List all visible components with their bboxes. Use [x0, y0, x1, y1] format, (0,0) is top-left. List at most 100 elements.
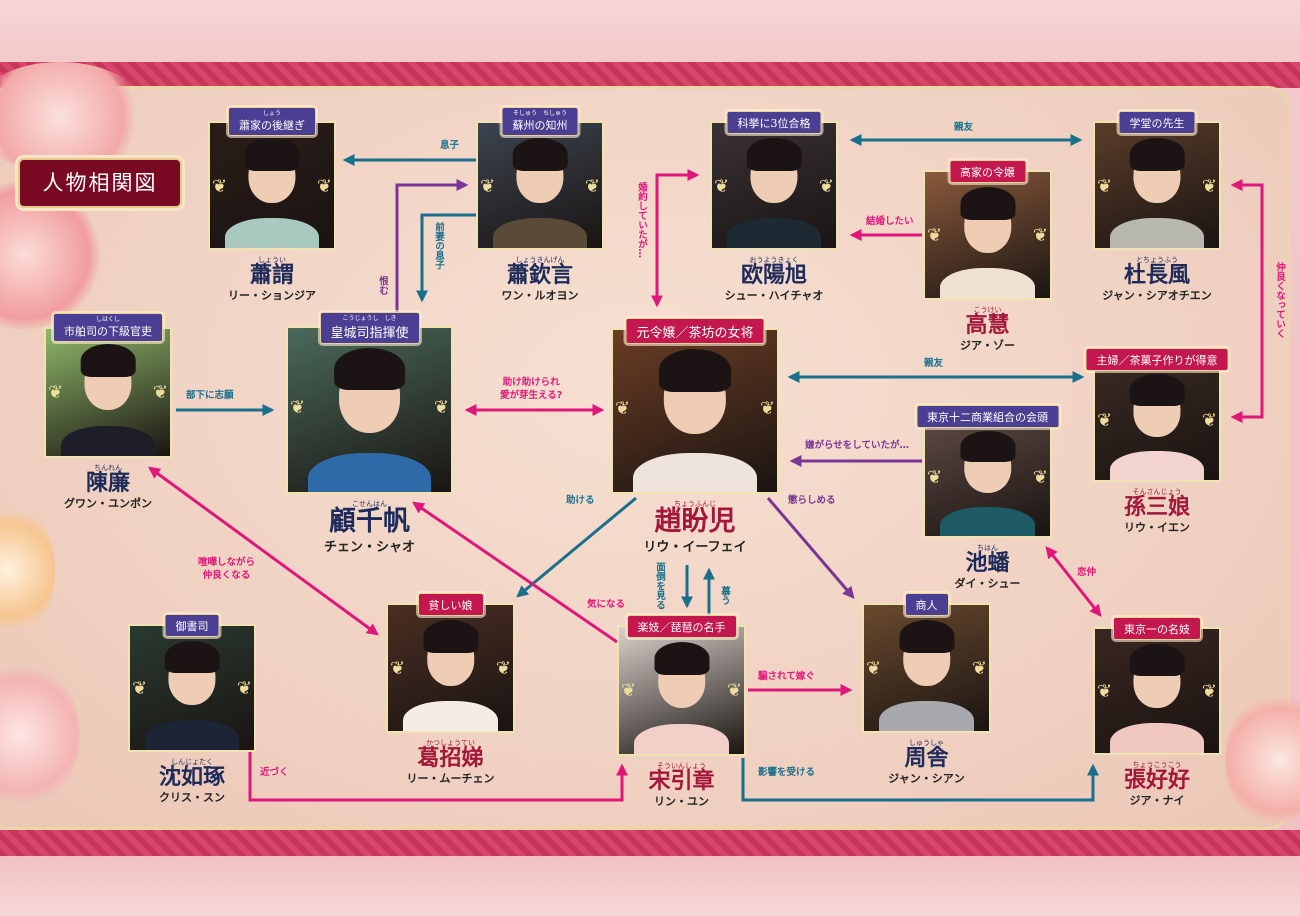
actor-name: ジア・ゾー: [960, 339, 1015, 353]
badge-text: 蘇州の知州: [512, 119, 568, 132]
ornament-icon: ❦: [726, 680, 742, 702]
actor-name: リン・ユン: [653, 795, 709, 809]
portrait-body: [1109, 218, 1205, 248]
role-badge: 楽妓／琵琶の名手: [626, 615, 737, 638]
arrow-influenced: [741, 758, 1099, 802]
ornament-icon: ❦: [433, 396, 449, 418]
badge-text: 学堂の先生: [1129, 117, 1185, 130]
character-photo: ❦❦: [923, 415, 1052, 538]
role-badge: しはくし市舶司の下級官吏: [53, 313, 163, 342]
character-name: 蕭欽言: [506, 262, 573, 288]
name-reading: ちょうこうこう: [1132, 761, 1182, 769]
character-name-block: こせんはん顧千帆チェン・シャオ: [324, 500, 415, 555]
role-badge: 東京一の名妓: [1113, 617, 1201, 640]
portrait-body: [726, 218, 822, 248]
top-pattern-band: [0, 62, 1300, 88]
badge-text: 元令嬢／茶坊の女将: [636, 326, 754, 341]
character-name: 顧千帆: [328, 506, 410, 537]
name-reading: しょうきんげん: [515, 256, 565, 264]
role-badge: しょう蕭家の後継ぎ: [228, 107, 316, 136]
arrow-approach: [248, 752, 628, 802]
character-name-block: しんじょたく沈如琢クリス・スン: [159, 758, 225, 805]
portrait-hair: [80, 344, 136, 378]
actor-name: リウ・イーフェイ: [643, 540, 747, 556]
relation-label: 助け助けられ 愛が芽生える?: [500, 377, 563, 401]
character-photo: ❦❦: [923, 170, 1052, 300]
character-photo: ❦❦: [208, 121, 336, 250]
role-badge: 高家の令嬢: [949, 160, 1026, 183]
portrait-hair: [746, 138, 802, 171]
arrow-resent: [395, 179, 469, 318]
ornament-icon: ❦: [1097, 175, 1113, 197]
relation-label: 気になる: [587, 599, 626, 610]
portrait-body: [634, 723, 729, 754]
portrait-body: [940, 507, 1035, 536]
badge-text: 主婦／茶菓子作りが得意: [1096, 354, 1218, 367]
badge-text: 蕭家の後継ぎ: [239, 119, 305, 132]
name-reading: かつしょうてい: [426, 739, 475, 747]
actor-name: ジャン・シアオチエン: [1102, 289, 1212, 303]
portrait-hair: [164, 640, 220, 674]
character-name: 陳廉: [85, 470, 130, 496]
ornament-icon: ❦: [1032, 466, 1048, 488]
name-reading: そういんしょう: [656, 762, 706, 770]
character-photo: ❦❦: [476, 121, 604, 250]
relation-label: 恋仲: [1077, 567, 1097, 578]
relation-label: 騙されて嫁ぐ: [758, 671, 815, 682]
ornament-icon: ❦: [866, 657, 882, 679]
ornament-icon: ❦: [290, 396, 306, 418]
portrait-hair: [1129, 643, 1185, 677]
ornament-icon: ❦: [236, 678, 252, 700]
name-reading: しゅうしゃ: [908, 739, 944, 747]
arrow-getting-close: [1230, 179, 1264, 423]
character-photo: ❦❦: [386, 603, 515, 733]
ornament-icon: ❦: [48, 382, 64, 404]
relation-label: 親友: [924, 358, 944, 369]
character-name: 杜長風: [1123, 262, 1191, 288]
role-badge: 科挙に3位合格: [726, 111, 822, 134]
character-photo: ❦❦: [617, 625, 746, 756]
relation-label: 慕う: [719, 586, 730, 605]
badge-text: 市舶司の下級官吏: [64, 325, 152, 338]
role-badge: 商人: [904, 593, 949, 616]
ornament-icon: ❦: [1201, 681, 1217, 703]
portrait-body: [403, 700, 498, 731]
portrait-body: [144, 720, 240, 750]
ornament-icon: ❦: [316, 175, 332, 197]
ornament-icon: ❦: [390, 657, 406, 679]
role-badge: 貧しい娘: [417, 593, 484, 616]
ornament-icon: ❦: [1097, 410, 1113, 432]
relation-label: 影響を受ける: [758, 767, 816, 778]
character-name: 宋引章: [648, 768, 715, 794]
portrait-hair: [1129, 374, 1185, 406]
relation-label: 近づく: [260, 767, 289, 778]
character-name-block: かつしょうてい葛招娣リー・ムーチェン: [407, 739, 495, 786]
actor-name: クリス・スン: [158, 791, 225, 805]
name-reading: とちょうふう: [1135, 256, 1178, 264]
portrait-hair: [423, 620, 478, 653]
ornament-icon: ❦: [927, 466, 943, 488]
relation-label: 喧嘩しながら 仲良くなる: [198, 557, 256, 581]
character-name-block: そういんしょう宋引章リン・ユン: [648, 762, 714, 809]
ornament-icon: ❦: [818, 175, 834, 197]
ornament-icon: ❦: [152, 382, 168, 404]
character-photo: ❦❦: [1093, 358, 1221, 482]
role-badge: 御書司: [164, 614, 220, 637]
role-badge: 主婦／茶菓子作りが得意: [1085, 348, 1229, 371]
name-reading: そんさんじょう: [1132, 488, 1182, 496]
name-reading: おうようきょく: [749, 256, 799, 264]
actor-name: ダイ・シュー: [954, 577, 1021, 591]
badge-ruby: しはくし: [95, 316, 120, 323]
portrait-hair: [960, 187, 1015, 220]
name-reading: こうけい: [973, 306, 1002, 314]
character-photo: ❦❦: [611, 328, 779, 494]
portrait-hair: [960, 431, 1015, 463]
portrait-hair: [654, 642, 709, 676]
character-name: 高慧: [965, 312, 1010, 338]
character-name: 池蟠: [965, 550, 1010, 576]
character-photo: ❦❦: [44, 327, 172, 458]
character-photo: ❦❦: [1093, 627, 1221, 755]
badge-text: 東京一の名妓: [1124, 623, 1190, 636]
actor-name: チェン・シャオ: [323, 540, 416, 556]
badge-ruby: こうじょうし しき: [342, 315, 397, 322]
